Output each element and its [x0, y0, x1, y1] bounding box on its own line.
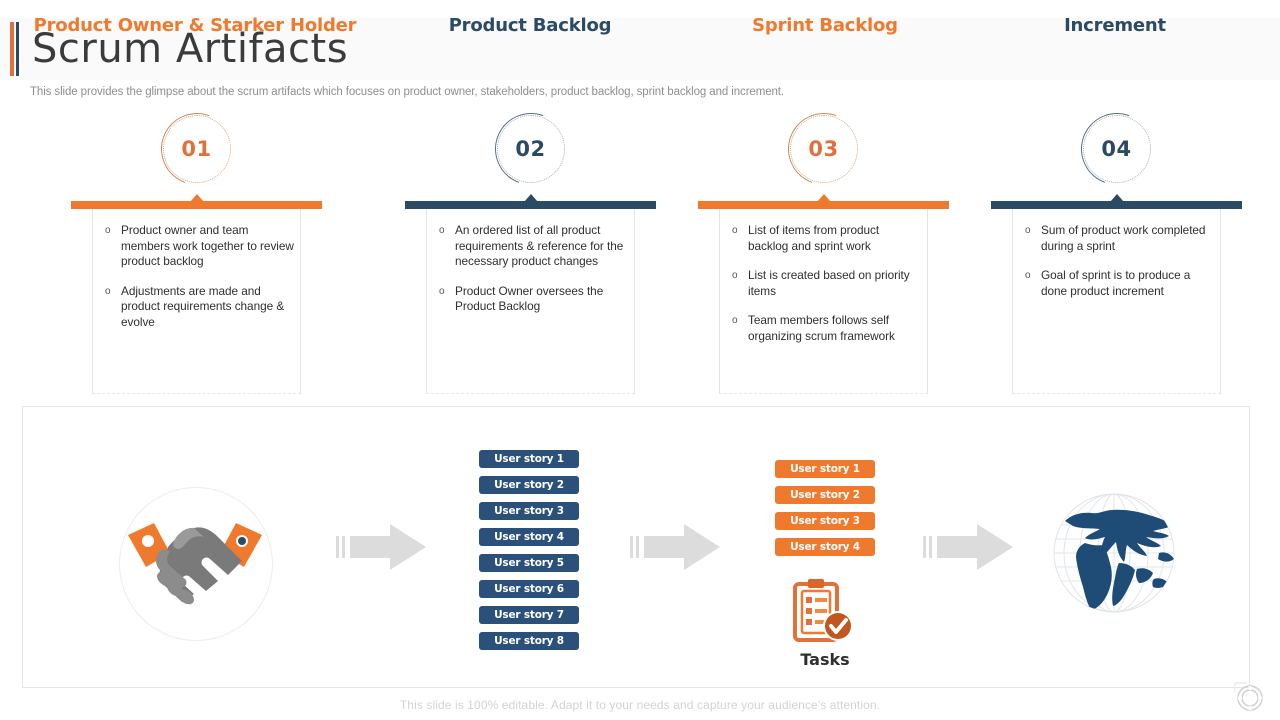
list-item[interactable]: User story 1 [775, 460, 875, 478]
list-item[interactable]: User story 8 [479, 632, 579, 650]
card-bar [698, 194, 949, 209]
list-item[interactable]: User story 6 [479, 580, 579, 598]
accent-blue-bar [16, 22, 19, 76]
bullet-list: Product owner and team members work toge… [97, 223, 294, 330]
list-item: List is created based on priority items [724, 268, 921, 299]
list-item: Product owner and team members work toge… [97, 223, 294, 270]
tasks-label: Tasks [800, 650, 850, 669]
globe-icon [1041, 491, 1187, 620]
list-item[interactable]: User story 2 [479, 476, 579, 494]
arrow-right-icon [923, 522, 1015, 572]
sprint-backlog-story-list: User story 1 User story 2 User story 3 U… [775, 460, 875, 564]
list-item: Adjustments are made and product require… [97, 284, 294, 331]
list-item[interactable]: User story 7 [479, 606, 579, 624]
flow-column-title-product-owner: Product Owner & Starker Holder [33, 15, 357, 36]
step-badge-04: 04 [970, 101, 1263, 197]
product-backlog-story-list: User story 1 User story 2 User story 3 U… [479, 450, 579, 658]
list-item: Goal of sprint is to produce a done prod… [1017, 268, 1214, 299]
list-item[interactable]: User story 4 [479, 528, 579, 546]
bar-pointer-icon [816, 194, 831, 202]
bullet-list: Sum of product work completed during a s… [1017, 223, 1214, 299]
arrow-right-icon [630, 522, 722, 572]
tasks-clipboard-icon [793, 578, 855, 649]
card-body: An ordered list of all product requireme… [426, 209, 635, 394]
step-circle [165, 118, 228, 180]
step-circle [792, 118, 855, 180]
card-body: Product owner and team members work toge… [92, 209, 301, 394]
bar-pointer-icon [1109, 194, 1124, 202]
flow-column-title-sprint-backlog: Sprint Backlog [752, 15, 898, 36]
card-body: Sum of product work completed during a s… [1012, 209, 1221, 394]
card-bar [405, 194, 656, 209]
bullet-list: An ordered list of all product requireme… [431, 223, 628, 315]
card-body: List of items from product backlog and s… [719, 209, 928, 394]
card-bar [991, 194, 1242, 209]
step-circle [1085, 118, 1148, 180]
ring-dotted-icon [1082, 115, 1151, 183]
list-item[interactable]: User story 1 [479, 450, 579, 468]
accent-orange-bar [10, 22, 14, 76]
list-item[interactable]: User story 3 [479, 502, 579, 520]
bar-pointer-icon [189, 194, 204, 202]
bullet-list: List of items from product backlog and s… [724, 223, 921, 344]
ring-dotted-icon [496, 115, 565, 183]
footer-note: This slide is 100% editable. Adapt it to… [399, 698, 881, 712]
flow-column-title-increment: Increment [1064, 15, 1166, 36]
list-item[interactable]: User story 5 [479, 554, 579, 572]
card-bar [71, 194, 322, 209]
list-item[interactable]: User story 2 [775, 486, 875, 504]
step-number: 04 [1101, 137, 1132, 161]
header-accent-bars [10, 22, 20, 76]
ring-dotted-icon [789, 115, 858, 183]
slide-header [0, 18, 1280, 80]
step-number: 02 [515, 137, 546, 161]
list-item: An ordered list of all product requireme… [431, 223, 628, 270]
list-item: List of items from product backlog and s… [724, 223, 921, 254]
step-number: 01 [181, 137, 212, 161]
list-item: Team members follows self organizing scr… [724, 313, 921, 344]
list-item: Product Owner oversees the Product Backl… [431, 284, 628, 315]
flow-column-title-product-backlog: Product Backlog [448, 15, 612, 36]
step-circle [499, 118, 562, 180]
circle-logo-mark-icon [1233, 681, 1267, 720]
list-item[interactable]: User story 3 [775, 512, 875, 530]
arrow-right-icon [336, 522, 428, 572]
page-subtitle: This slide provides the glimpse about th… [30, 86, 784, 98]
step-badge-02: 02 [384, 101, 677, 197]
step-badge-03: 03 [677, 101, 970, 197]
list-item: Sum of product work completed during a s… [1017, 223, 1214, 254]
step-badge-01: 01 [50, 101, 343, 197]
ring-dotted-icon [162, 115, 231, 183]
handshake-icon [124, 497, 266, 634]
artifact-cards: 01 Product owner and team members work t… [0, 101, 1280, 398]
bar-pointer-icon [523, 194, 538, 202]
step-number: 03 [808, 137, 839, 161]
list-item[interactable]: User story 4 [775, 538, 875, 556]
page-title: Scrum Artifacts [32, 26, 349, 72]
